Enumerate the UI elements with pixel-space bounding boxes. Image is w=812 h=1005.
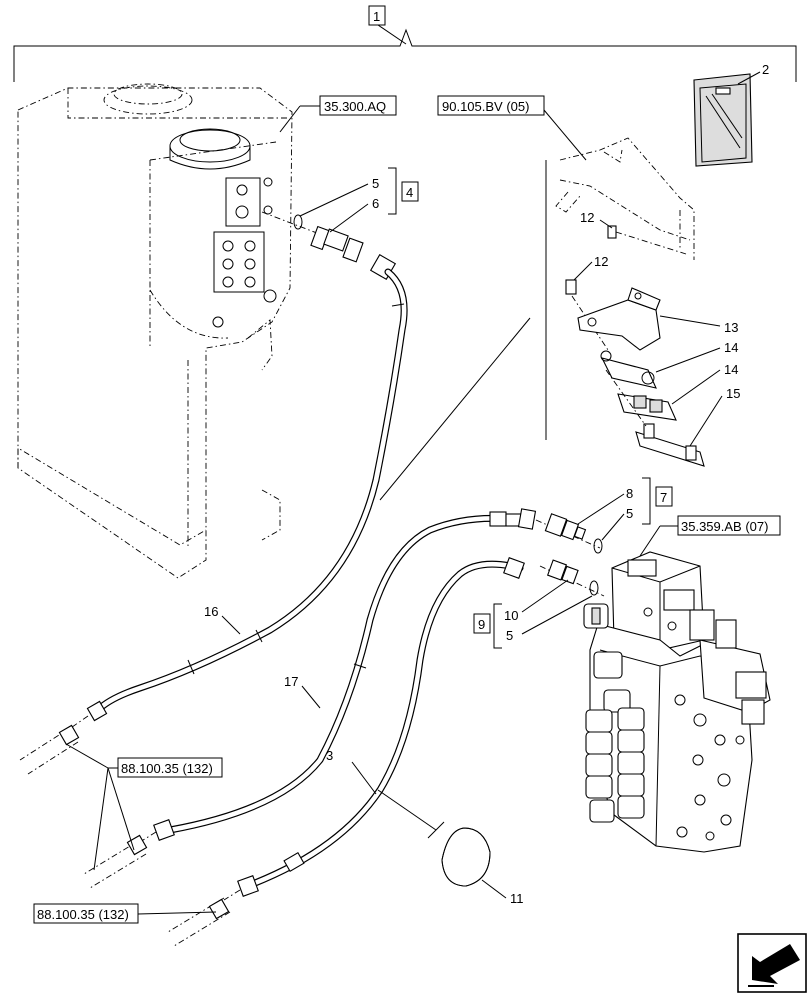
clamp-14-upper: 14 xyxy=(600,340,738,389)
screw-12-lower: 12 xyxy=(565,254,608,351)
ref-tank-label: 35.300.AQ xyxy=(324,99,386,114)
callout-10: 10 xyxy=(504,608,518,623)
hydraulic-tank xyxy=(17,83,293,579)
tank-fitting: 5 6 4 xyxy=(261,167,419,281)
o-ring-11: 11 xyxy=(441,827,524,906)
callout-14-upper: 14 xyxy=(724,340,738,355)
o-ring-5-tank xyxy=(293,214,303,230)
hose-3: 3 xyxy=(167,557,525,947)
ref-hose-a[interactable]: 88.100.35 (132) xyxy=(65,743,223,871)
mounting-bracket: 90.105.BV (05) xyxy=(437,95,695,260)
callout-13: 13 xyxy=(724,320,738,335)
plate-15: 15 xyxy=(605,369,740,467)
callout-box-1 xyxy=(368,5,386,26)
assembly-bracket: 1 xyxy=(13,5,797,82)
callout-4: 4 xyxy=(406,185,413,200)
callout-12-lower: 12 xyxy=(594,254,608,269)
control-valve xyxy=(583,551,771,853)
callout-17: 17 xyxy=(284,674,298,689)
callout-box-7 xyxy=(655,486,673,507)
callout-1: 1 xyxy=(373,9,380,24)
ref-hose-b-label: 88.100.35 (132) xyxy=(37,907,129,922)
port-block-upper xyxy=(225,177,261,227)
arrow-icon[interactable] xyxy=(737,933,807,993)
callout-5-tank: 5 xyxy=(372,176,379,191)
callout-7: 7 xyxy=(660,490,667,505)
callout-box-4 xyxy=(401,181,419,202)
ref-hose-a-label: 88.100.35 (132) xyxy=(121,761,213,776)
valve-fitting-upper: 8 5 7 xyxy=(535,477,673,554)
bracket-plate-13: 13 xyxy=(577,287,738,351)
operator-manual: 2 xyxy=(693,62,769,167)
screw-12-upper: 12 xyxy=(580,210,687,255)
ref-valve[interactable]: 35.359.AB (07) xyxy=(639,515,781,557)
callout-8: 8 xyxy=(626,486,633,501)
o-ring-5-lower xyxy=(589,580,599,596)
group-leader xyxy=(379,317,531,501)
callout-16: 16 xyxy=(204,604,218,619)
callout-3: 3 xyxy=(326,748,333,763)
callout-5-lower: 5 xyxy=(506,628,513,643)
ref-bracket-label[interactable]: 90.105.BV (05) xyxy=(442,99,529,114)
callout-6: 6 xyxy=(372,196,379,211)
hose-16: 16 xyxy=(19,268,408,775)
callout-box-9 xyxy=(473,613,491,634)
callout-14-lower: 14 xyxy=(724,362,738,377)
ref-hose-b[interactable]: 88.100.35 (132) xyxy=(33,903,217,924)
ref-valve-label: 35.359.AB (07) xyxy=(681,519,768,534)
ref-tank[interactable]: 35.300.AQ xyxy=(279,95,397,133)
clamp-14-lower: 14 xyxy=(617,362,738,421)
callout-11: 11 xyxy=(510,891,524,906)
port-block-lower xyxy=(213,231,265,293)
callout-2: 2 xyxy=(762,62,769,77)
callout-12-upper: 12 xyxy=(580,210,594,225)
callout-15: 15 xyxy=(726,386,740,401)
hose-17: 17 xyxy=(83,508,537,889)
valve-fitting-lower: 10 5 9 xyxy=(473,559,605,649)
callout-9: 9 xyxy=(478,617,485,632)
callout-5-upper: 5 xyxy=(626,506,633,521)
o-ring-5-upper xyxy=(593,538,603,554)
